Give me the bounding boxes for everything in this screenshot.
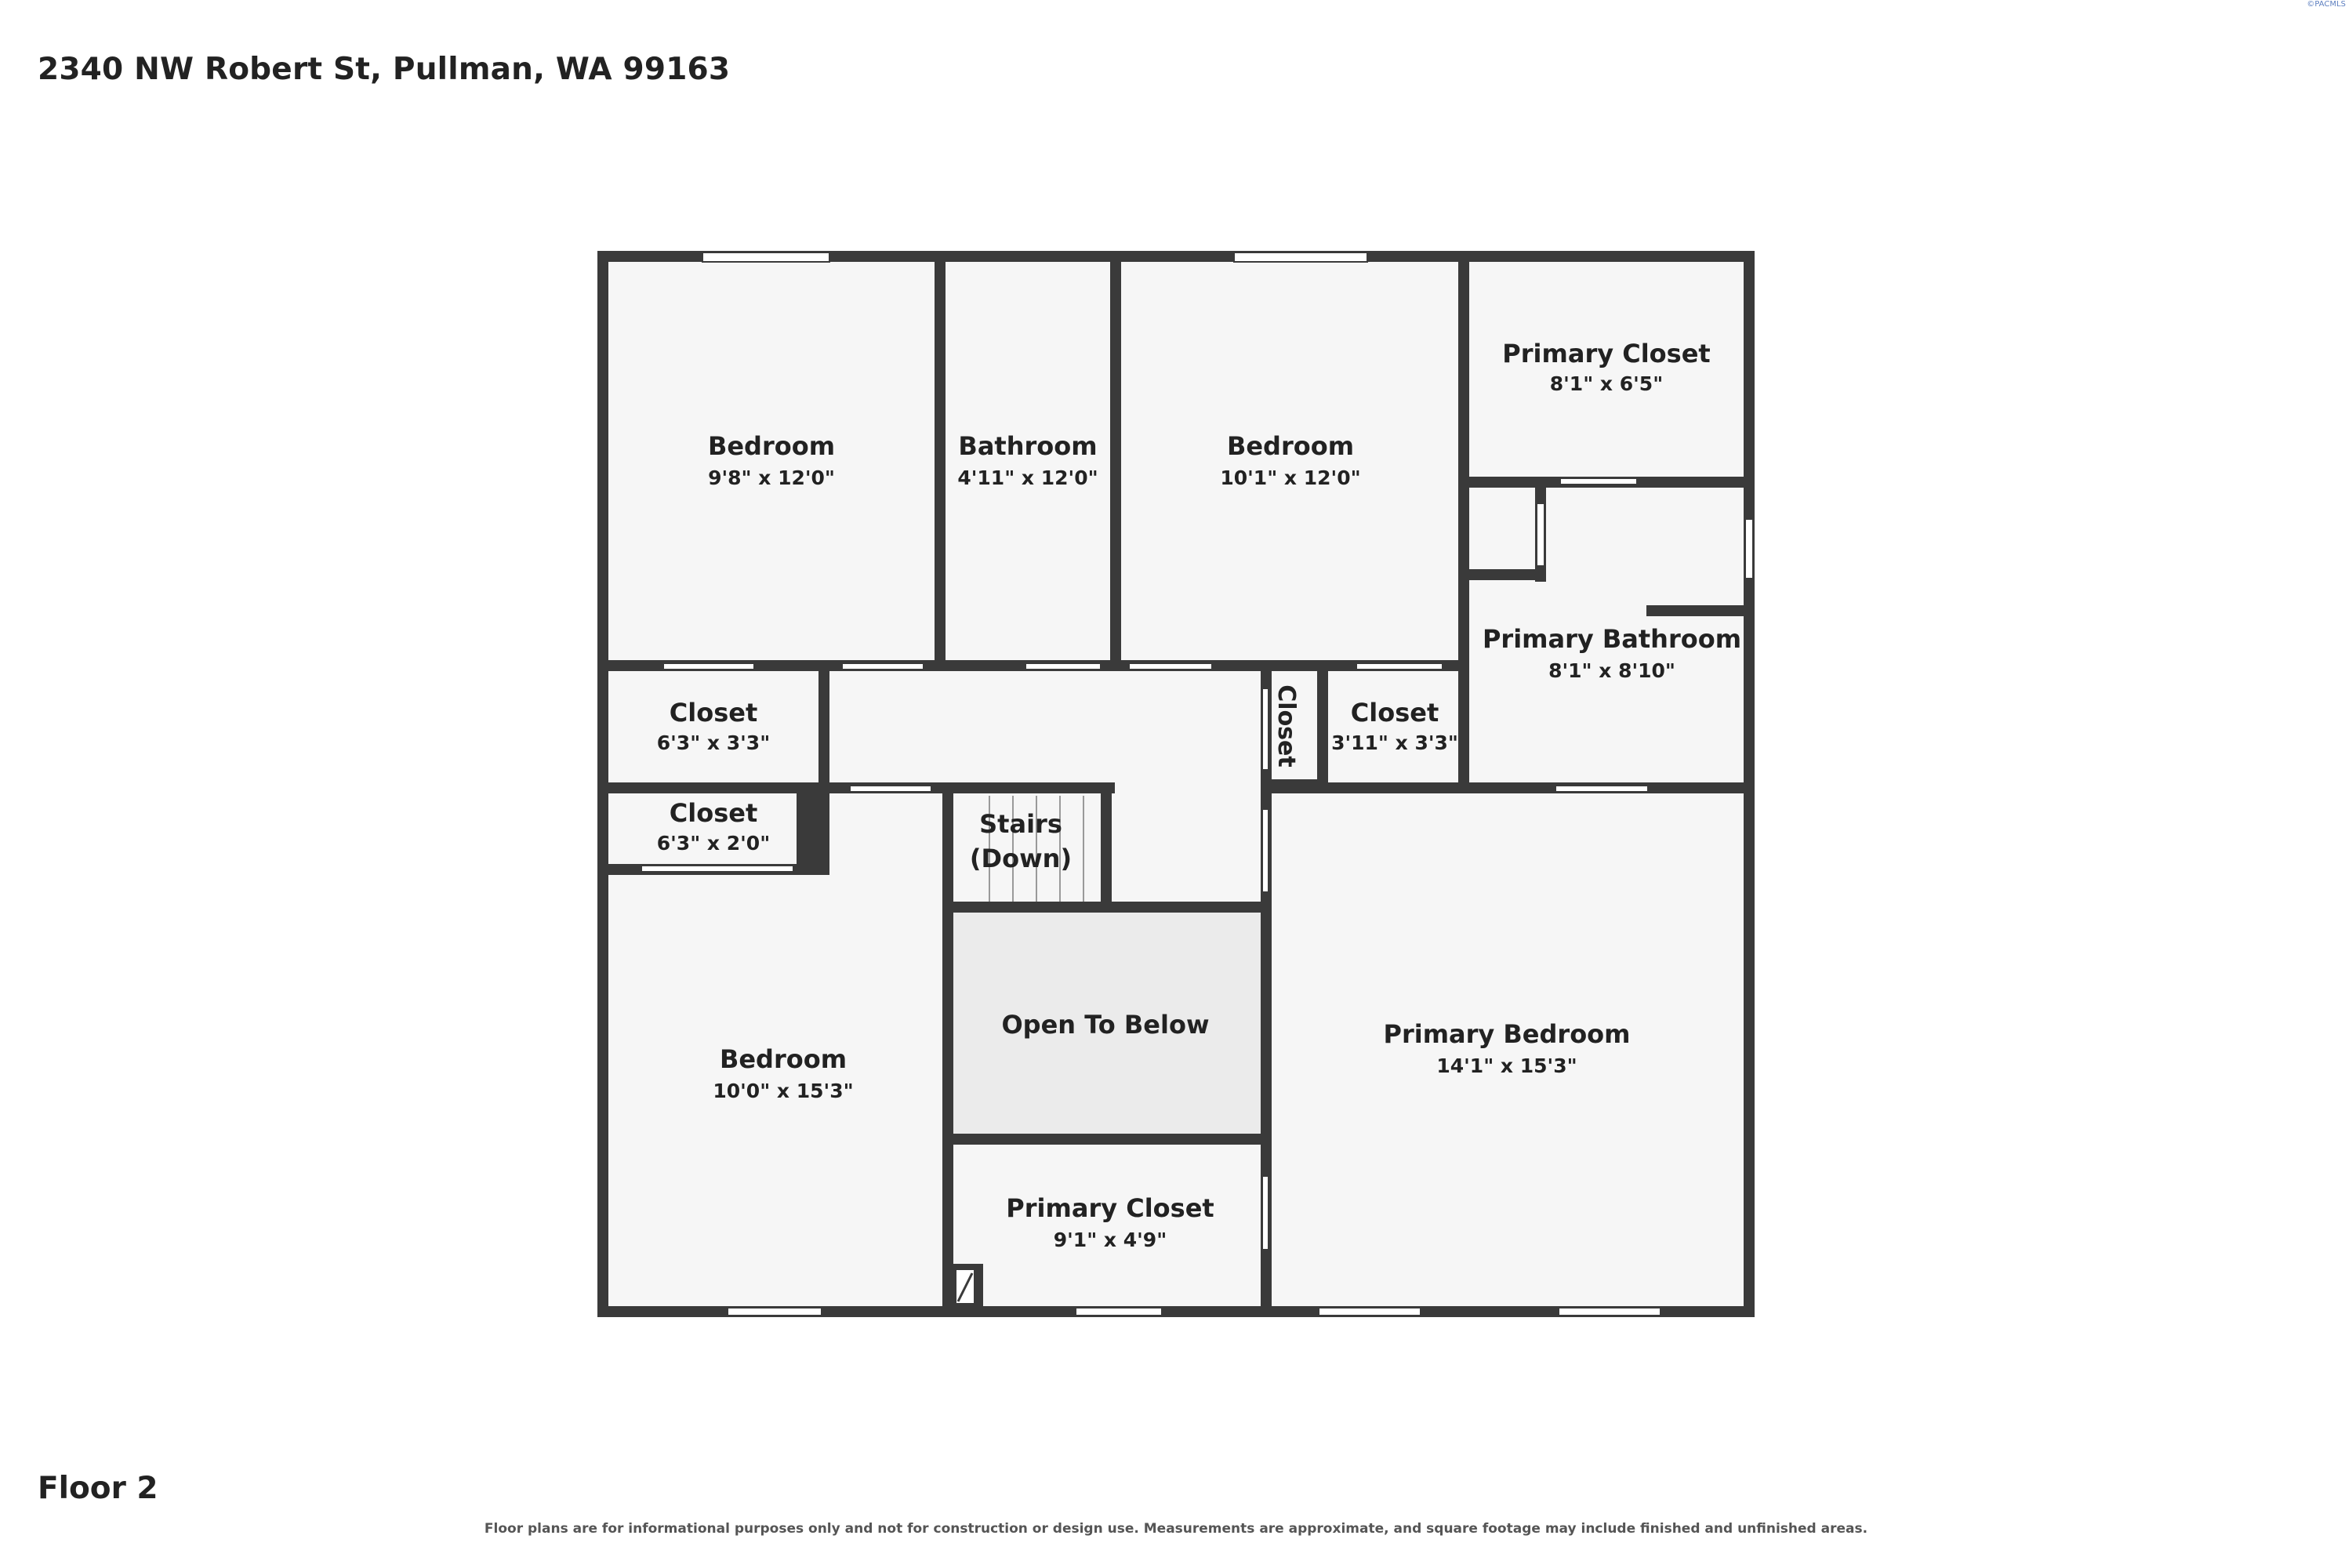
room-label-stairs-direction: (Down) xyxy=(970,844,1072,873)
floor-label: Floor 2 xyxy=(38,1471,158,1506)
room-dims-primary-bathroom: 8'1" x 8'10" xyxy=(1548,659,1675,682)
stair-treads xyxy=(989,796,1084,902)
room-dims-bedroom-1: 9'8" x 12'0" xyxy=(708,466,835,489)
room-label-bedroom-2: Bedroom xyxy=(1227,431,1354,461)
room-dims-closet-1: 6'3" x 3'3" xyxy=(657,731,770,754)
room-label-primary-bedroom: Primary Bedroom xyxy=(1383,1019,1630,1049)
room-label-primary-closet-2: Primary Closet xyxy=(1006,1193,1214,1223)
room-label-bedroom-1: Bedroom xyxy=(708,431,835,461)
room-dims-closet-2: 6'3" x 2'0" xyxy=(657,832,770,855)
room-dims-primary-closet-2: 9'1" x 4'9" xyxy=(1054,1229,1167,1251)
room-dims-bathroom: 4'11" x 12'0" xyxy=(957,466,1098,489)
room-label-primary-bathroom: Primary Bathroom xyxy=(1483,624,1741,654)
room-label-closet-3: Closet xyxy=(1351,698,1439,728)
room-dims-primary-closet-1: 8'1" x 6'5" xyxy=(1550,372,1663,395)
open-to-below-area xyxy=(953,909,1261,1137)
room-label-stairs: Stairs xyxy=(979,809,1062,839)
room-label-primary-closet-1: Primary Closet xyxy=(1502,339,1710,368)
property-address: 2340 NW Robert St, Pullman, WA 99163 xyxy=(38,52,731,87)
room-label-bedroom-3: Bedroom xyxy=(720,1044,847,1074)
room-dims-bedroom-3: 10'0" x 15'3" xyxy=(713,1080,853,1102)
room-label-bathroom: Bathroom xyxy=(958,431,1097,461)
openings xyxy=(641,252,1754,1316)
room-label-open-to-below: Open To Below xyxy=(1001,1010,1209,1040)
room-dims-primary-bedroom: 14'1" x 15'3" xyxy=(1436,1054,1577,1077)
room-label-closet-narrow: Closet xyxy=(1272,684,1300,767)
room-dims-closet-3: 3'11" x 3'3" xyxy=(1331,731,1458,754)
room-dims-bedroom-2: 10'1" x 12'0" xyxy=(1220,466,1360,489)
hatch-line xyxy=(956,1272,974,1302)
room-label-closet-1: Closet xyxy=(670,698,757,728)
room-label-closet-2: Closet xyxy=(670,798,757,828)
mls-watermark: ©PACMLS xyxy=(2307,0,2346,9)
disclaimer: Floor plans are for informational purpos… xyxy=(484,1521,1868,1537)
